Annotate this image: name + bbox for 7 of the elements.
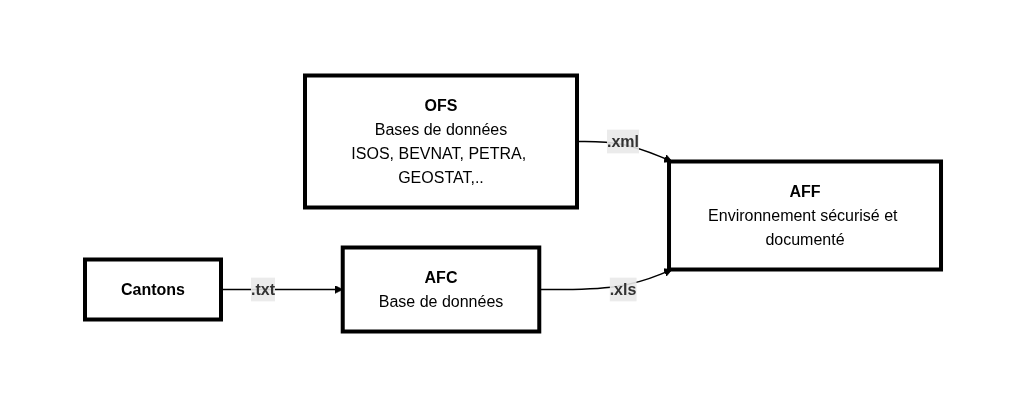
node-box: AFF Environnement sécurisé et documenté (667, 159, 943, 272)
node-box: Cantons (83, 257, 223, 322)
edge-label: .txt (250, 280, 275, 298)
edge-label: .xls (609, 280, 637, 298)
node-box: OFS Bases de données ISOS, BEVNAT, PETRA, GEOSTAT,.. (303, 73, 579, 210)
node-box: AFC Base de données (340, 245, 542, 334)
edge-label: .xml (606, 132, 639, 150)
